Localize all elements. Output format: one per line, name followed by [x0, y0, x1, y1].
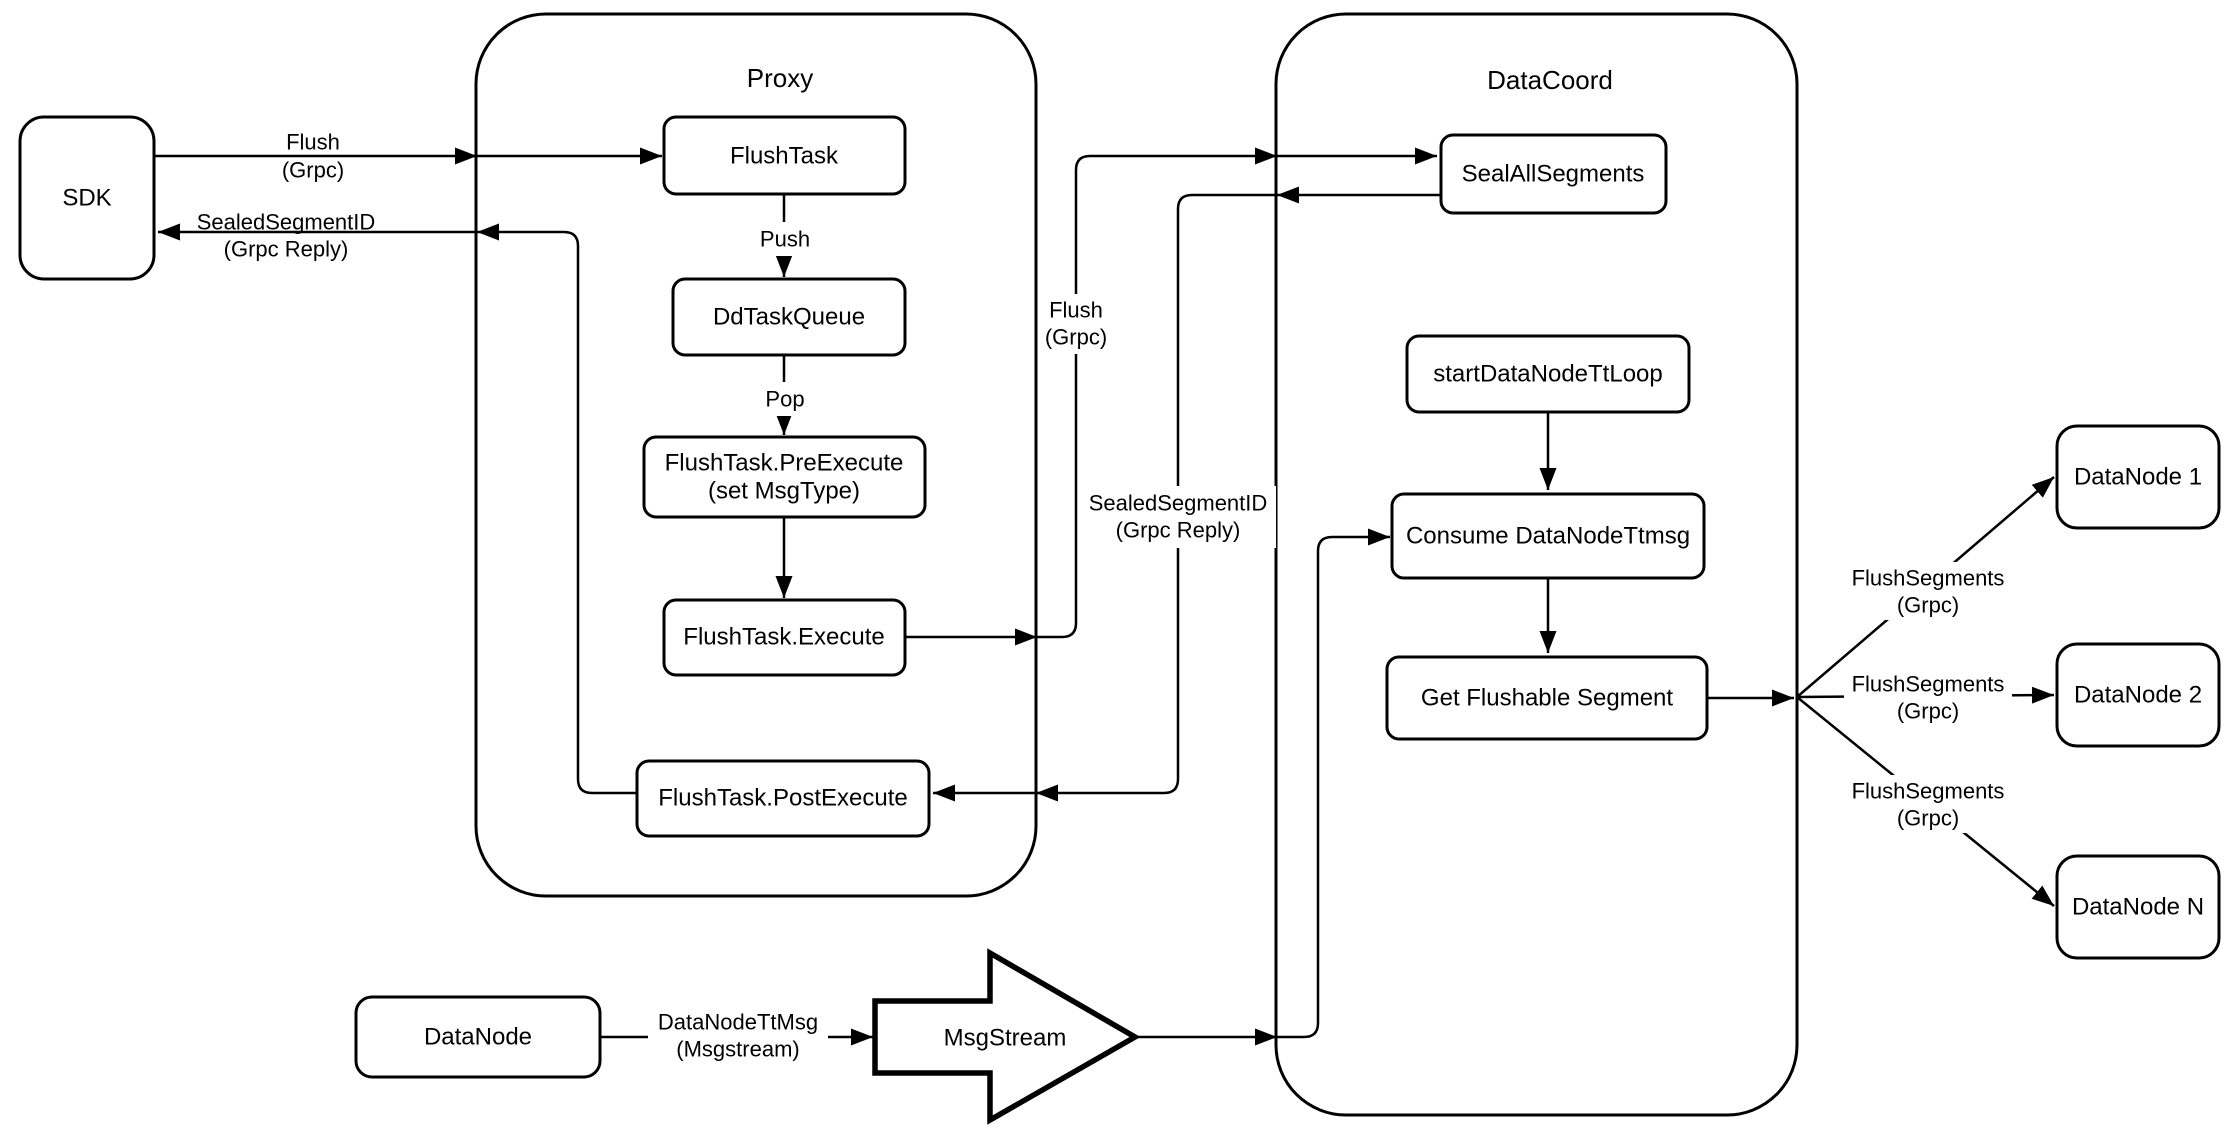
- edge-label-pop: Pop: [765, 387, 804, 412]
- edge-postexecute-to-sdk: [158, 223, 637, 795]
- crossing-arrow-datacoord-out-icon: [1277, 186, 1299, 204]
- edge-label-flushsegments-3-line2: (Grpc): [1897, 806, 1959, 831]
- msgstream-arrow-icon: [872, 948, 1141, 1125]
- node-preexecute-label-line2: (set MsgType): [708, 478, 860, 505]
- crossing-arrow-proxy-in-icon: [455, 147, 477, 165]
- node-startdatanodettloop-label: startDataNodeTtLoop: [1433, 361, 1662, 388]
- node-datanode-n-label: DataNode N: [2072, 894, 2204, 921]
- node-msgstream: MsgStream: [872, 948, 1141, 1125]
- node-postexecute-label: FlushTask.PostExecute: [658, 785, 907, 812]
- node-consumedatanodettmsg: Consume DataNodeTtmsg: [1390, 492, 1706, 580]
- node-preexecute-label-line1: FlushTask.PreExecute: [665, 450, 904, 477]
- crossing-arrow-datacoord-in-icon: [1255, 147, 1277, 165]
- label-bg-datanodettmsg: [648, 1006, 828, 1064]
- edge-execute-to-sealallsegments: [905, 147, 1437, 639]
- container-proxy: [474, 12, 1038, 898]
- container-datacoord-title: DataCoord: [1487, 65, 1613, 95]
- edge-label-sealedsegmentid-mid-line2: (Grpc Reply): [1116, 518, 1241, 543]
- node-ddtaskqueue-label: DdTaskQueue: [713, 304, 865, 331]
- edge-label-flushsegments-2-line2: (Grpc): [1897, 699, 1959, 724]
- node-flushtask-label: FlushTask: [730, 143, 839, 170]
- node-preexecute: FlushTask.PreExecute (set MsgType): [642, 435, 927, 519]
- node-datanode-1-label: DataNode 1: [2074, 464, 2202, 491]
- node-sealallsegments-label: SealAllSegments: [1462, 161, 1645, 188]
- edge-label-flushsegments-3: FlushSegments (Grpc): [1852, 779, 2005, 831]
- edge-label-flushsegments-1-line2: (Grpc): [1897, 593, 1959, 618]
- node-consumedatanodettmsg-label: Consume DataNodeTtmsg: [1406, 523, 1690, 550]
- edge-label-flush-grpc-mid-line1: Flush: [1049, 298, 1103, 323]
- label-bg-sealed-mid: [1080, 486, 1276, 548]
- edge-label-flush-grpc-mid: Flush (Grpc): [1045, 298, 1107, 350]
- node-flushtask: FlushTask: [662, 115, 907, 196]
- edge-label-flushsegments-3-line1: FlushSegments: [1852, 779, 2005, 804]
- edge-label-flushsegments-1-line1: FlushSegments: [1852, 566, 2005, 591]
- node-execute-label: FlushTask.Execute: [683, 624, 884, 651]
- edge-label-datanodettmsg-line2: (Msgstream): [676, 1037, 799, 1062]
- node-ddtaskqueue: DdTaskQueue: [671, 277, 907, 357]
- label-bg-flushsegments-3: [1844, 775, 2012, 833]
- edge-label-flush-grpc-mid-line2: (Grpc): [1045, 325, 1107, 350]
- node-sdk: SDK: [18, 115, 156, 281]
- node-sdk-label: SDK: [62, 185, 111, 212]
- label-bg-flushsegments-1: [1844, 562, 2012, 620]
- node-startdatanodettloop: startDataNodeTtLoop: [1405, 334, 1691, 414]
- node-datanode-2: DataNode 2: [2055, 642, 2221, 748]
- node-datanode-n: DataNode N: [2055, 854, 2221, 960]
- container-datacoord: [1274, 12, 1799, 1117]
- label-bg-push: [752, 222, 816, 256]
- edge-label-sealedsegmentid-sdk-line1: SealedSegmentID: [197, 210, 376, 235]
- edge-label-flushsegments-2-line1: FlushSegments: [1852, 672, 2005, 697]
- edge-label-datanodettmsg: DataNodeTtMsg (Msgstream): [658, 1010, 818, 1062]
- node-getflushablesegment: Get Flushable Segment: [1385, 655, 1709, 741]
- edge-label-sealedsegmentid-mid-line1: SealedSegmentID: [1089, 491, 1268, 516]
- edge-label-flushsegments-2: FlushSegments (Grpc): [1852, 672, 2005, 724]
- node-datanode-2-label: DataNode 2: [2074, 682, 2202, 709]
- node-getflushablesegment-label: Get Flushable Segment: [1421, 685, 1673, 712]
- edge-label-sealedsegmentid-mid: SealedSegmentID (Grpc Reply): [1089, 491, 1268, 543]
- crossing-arrow-msgstream-in-icon: [1255, 1028, 1277, 1046]
- crossing-arrow-proxy-return-icon: [1036, 784, 1058, 802]
- label-bg-pop: [757, 382, 813, 416]
- edge-label-flush-grpc-sdk-line1: Flush: [286, 130, 340, 155]
- node-postexecute: FlushTask.PostExecute: [635, 759, 931, 838]
- edge-label-sealedsegmentid-sdk: SealedSegmentID (Grpc Reply): [197, 210, 376, 262]
- container-proxy-title: Proxy: [747, 63, 813, 93]
- edge-label-push: Push: [760, 227, 810, 252]
- edge-label-flush-grpc-sdk: Flush (Grpc): [282, 130, 344, 183]
- label-bg-flush-mid: [1040, 294, 1112, 354]
- edge-label-datanodettmsg-line1: DataNodeTtMsg: [658, 1010, 818, 1035]
- node-datanode-source-label: DataNode: [424, 1024, 532, 1051]
- edge-label-flush-grpc-sdk-line2: (Grpc): [282, 158, 344, 183]
- crossing-arrow-proxy-left-out-icon: [477, 223, 499, 241]
- node-sealallsegments: SealAllSegments: [1439, 133, 1668, 215]
- edge-label-sealedsegmentid-sdk-line2: (Grpc Reply): [224, 237, 349, 262]
- node-msgstream-label: MsgStream: [944, 1025, 1067, 1052]
- node-datanode-source: DataNode: [354, 995, 602, 1079]
- crossing-arrow-proxy-out-icon: [1015, 628, 1037, 646]
- label-bg-flushsegments-2: [1844, 668, 2012, 726]
- node-execute: FlushTask.Execute: [662, 598, 907, 677]
- edge-label-flushsegments-1: FlushSegments (Grpc): [1852, 566, 2005, 618]
- edge-msgstream-to-consume: [1135, 528, 1390, 1039]
- node-datanode-1: DataNode 1: [2055, 424, 2221, 530]
